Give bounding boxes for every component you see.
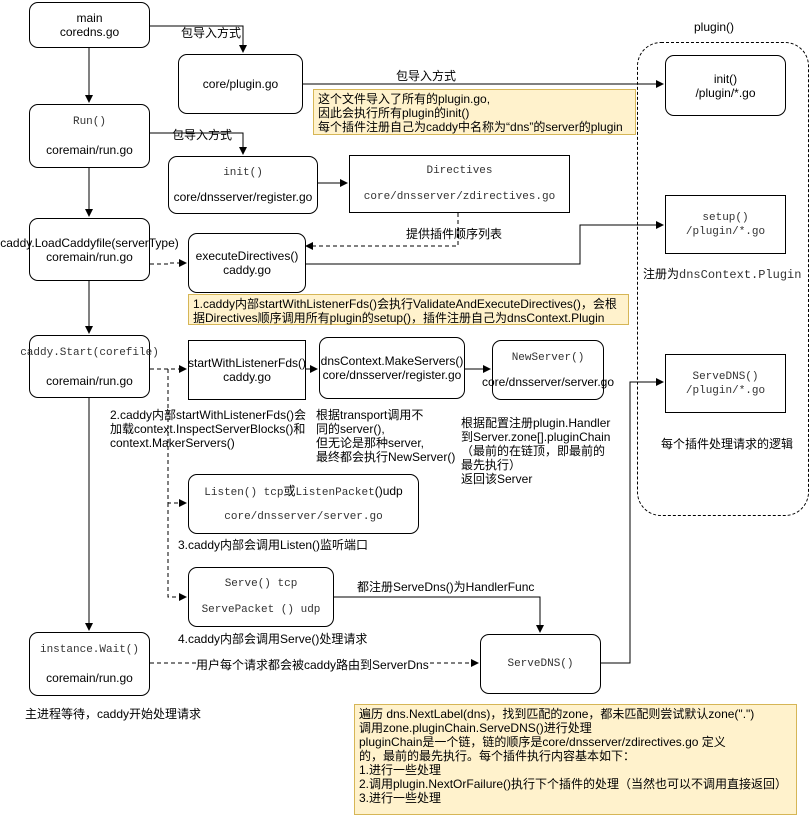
make-servers-label: dnsContext.MakeServers() xyxy=(320,354,464,368)
execute-directives-label: executeDirectives() xyxy=(195,249,299,263)
plugin-init-label: init() xyxy=(713,71,738,86)
instance-wait-file: coremain/run.go xyxy=(46,671,133,685)
plugin-servedns-file: /plugin/*.go xyxy=(685,384,766,397)
edge-servedns-plugin xyxy=(601,378,664,664)
new-server-file: core/dnsserver/server.go xyxy=(481,375,615,389)
provide-order-label: 提供插件顺序列表 xyxy=(406,227,503,241)
main-wait-label: 主进程等待，caddy开始处理请求 xyxy=(25,707,202,721)
edge-serve-servedns xyxy=(334,596,544,633)
run-node: Run() coremain/run.go xyxy=(29,104,150,168)
import-label-3: 包导入方式 xyxy=(172,128,233,142)
start-with-listener-node: startWithListenerFds() caddy.go xyxy=(188,340,306,400)
import-label-1: 包导入方式 xyxy=(181,26,242,40)
serve-packet-label: ServePacket () udp xyxy=(202,601,321,617)
new-server-label: NewServer() xyxy=(511,352,585,364)
per-plugin-logic-label: 每个插件处理请求的逻辑 xyxy=(661,437,794,451)
start-with-listener-label: startWithListenerFds() xyxy=(187,356,307,370)
plugin-frame xyxy=(637,42,809,516)
make-servers-file: core/dnsserver/register.go xyxy=(322,368,462,382)
listen-label: Listen() tcp或ListenPacket()udp xyxy=(204,484,402,500)
main-label: main xyxy=(76,11,103,25)
plugin-setup-file: /plugin/*.go xyxy=(685,225,766,238)
main-node: main coredns.go xyxy=(29,2,150,48)
load-caddyfile-file: coremain/run.go xyxy=(46,249,133,264)
serve-label: Serve() tcp xyxy=(224,578,298,590)
make-servers-node: dnsContext.MakeServers() core/dnsserver/… xyxy=(319,337,465,399)
directives-file: core/dnsserver/zdirectives.go xyxy=(363,191,556,203)
config-note-label: 根据配置注册plugin.Handler 到Server.zone[].plug… xyxy=(461,416,611,486)
start-with-listener-file: caddy.go xyxy=(223,370,271,384)
init-register-node: init() core/dnsserver/register.go xyxy=(168,156,318,214)
plugin-servedns-label: ServeDNS() xyxy=(692,370,759,383)
route-request-label: 用户每个请求都会被caddy路由到ServerDns xyxy=(196,658,429,672)
caddy-internal-4-label: 4.caddy内部会调用Serve()处理请求 xyxy=(178,632,368,646)
serve-node: Serve() tcp ServePacket () udp xyxy=(188,567,334,627)
listen-node: Listen() tcp或ListenPacket()udp core/dnss… xyxy=(188,474,419,534)
import-note: 这个文件导入了所有的plugin.go, 因此会执行所有plugin的init(… xyxy=(313,89,636,135)
plugin-servedns-node: ServeDNS() /plugin/*.go xyxy=(665,354,786,413)
chain-note: 遍历 dns.NextLabel(dns)，找到匹配的zone，都未匹配则尝试默… xyxy=(354,704,797,815)
plugin-go-node: core/plugin.go xyxy=(178,54,303,114)
plugin-init-node: init() /plugin/*.go xyxy=(665,55,786,116)
run-label: Run() xyxy=(72,116,106,128)
directives-label: Directives xyxy=(426,165,493,177)
caddy-start-file: coremain/run.go xyxy=(46,373,133,388)
init-register-file: core/dnsserver/register.go xyxy=(173,190,313,204)
register-prefix: 注册为 xyxy=(643,267,680,281)
servedns-node: ServeDNS() xyxy=(480,634,601,694)
register-label: 注册为dnsContext.Plugin xyxy=(643,267,801,282)
register-servedns-label: 都注册ServeDns()为HandlerFunc xyxy=(357,580,535,594)
caddy-internal-3-label: 3.caddy内部会调用Listen()监听端口 xyxy=(178,538,369,552)
load-caddyfile-node: caddy.LoadCaddyfile(serverType) coremain… xyxy=(0,218,179,281)
execute-directives-node: executeDirectives() caddy.go xyxy=(188,233,306,293)
edge-run-init xyxy=(150,132,247,155)
plugin-title: plugin() xyxy=(694,20,735,34)
listen-code-1: Listen() tcp xyxy=(204,487,284,499)
edge-load-execute xyxy=(150,259,187,267)
run-file: coremain/run.go xyxy=(46,143,133,157)
caddy-internal-2-label: 2.caddy内部startWithListenerFds()会 加载conte… xyxy=(110,408,307,450)
serve-packet-code: ServePacket xyxy=(201,604,275,616)
plugin-setup-node: setup() /plugin/*.go xyxy=(665,195,786,254)
servedns-label: ServeDNS() xyxy=(507,658,574,670)
new-server-node: NewServer() core/dnsserver/server.go xyxy=(482,340,614,400)
plugin-go-label: core/plugin.go xyxy=(202,77,279,91)
edge-start-serve xyxy=(167,503,187,601)
main-file: coredns.go xyxy=(59,25,120,39)
plugin-init-file: /plugin/*.go xyxy=(695,85,756,100)
instance-wait-node: instance.Wait() coremain/run.go xyxy=(29,632,150,696)
listen-file: core/dnsserver/server.go xyxy=(224,511,383,523)
edge-execute-setup xyxy=(306,221,664,265)
directives-node: Directives core/dnsserver/zdirectives.go xyxy=(349,155,570,213)
init-register-label: init() xyxy=(223,167,263,179)
load-caddyfile-label: caddy.LoadCaddyfile(serverType) xyxy=(0,235,179,250)
import-label-2: 包导入方式 xyxy=(396,69,457,83)
listen-tail: ()udp xyxy=(374,484,403,498)
listen-code-2: ListenPacket xyxy=(295,487,375,499)
edge-main-plugin-go xyxy=(150,25,247,53)
instance-wait-label: instance.Wait() xyxy=(39,644,140,656)
edge-directives-execute xyxy=(305,213,459,250)
setup-note: 1.caddy内部startWithListenerFds()会执行Valida… xyxy=(188,294,629,325)
caddy-start-label: caddy.Start(corefile) xyxy=(20,346,159,359)
plugin-setup-label: setup() xyxy=(702,211,749,224)
transport-note-label: 根据transport调用不 同的server(), 但无论是那种server,… xyxy=(316,408,456,464)
register-ctx: dnsContext.Plugin xyxy=(679,268,802,282)
serve-packet-tail: () udp xyxy=(274,604,321,616)
listen-mid: 或 xyxy=(283,484,296,498)
caddy-start-node: caddy.Start(corefile) coremain/run.go xyxy=(20,335,159,398)
execute-directives-file: caddy.go xyxy=(223,263,271,277)
